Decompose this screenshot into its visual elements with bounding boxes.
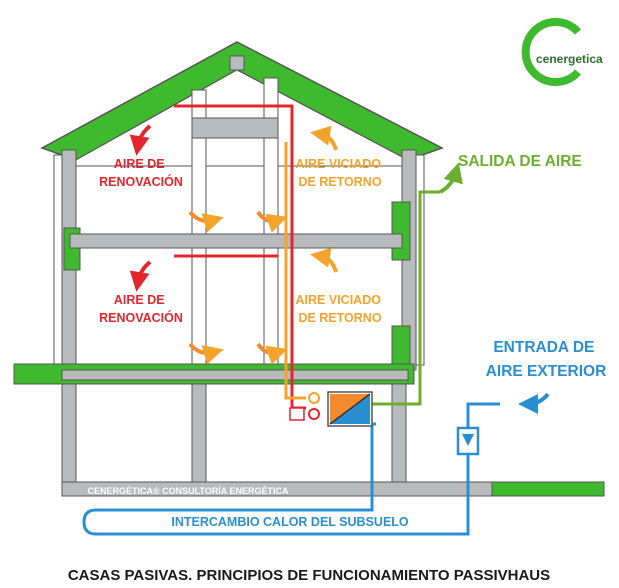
supply-arrow-icon <box>256 342 288 365</box>
supply-label-top: AIRE DE RENOVACIÓN <box>99 157 183 189</box>
ground-floor-slab <box>61 369 409 381</box>
filter-valve-icon <box>462 434 474 446</box>
return-arrow-icon <box>310 125 338 151</box>
exhaust-label: SALIDA DE AIRE <box>458 153 582 170</box>
supply-fan-icon <box>308 408 320 420</box>
heat-recovery-unit <box>289 391 373 427</box>
basement-wall-left <box>61 383 77 485</box>
exhaust-arrow-icon <box>439 162 463 194</box>
basement-wall-mid <box>191 383 207 485</box>
supply-arrow-icon <box>188 210 224 233</box>
roof-ridge-vent <box>229 55 245 71</box>
house-structure <box>13 41 605 497</box>
supply-arrow-icon <box>129 124 152 156</box>
supply-label-bottom: AIRE DE RENOVACIÓN <box>99 293 183 325</box>
brand-logo: cenergetica <box>521 18 603 86</box>
supply-arrow-icon <box>256 210 288 233</box>
return-label-bottom: AIRE VICIADO DE RETORNO <box>296 293 385 325</box>
attic-beam <box>191 117 279 139</box>
return-fan-icon <box>308 392 320 404</box>
right-insulation-upper <box>391 201 411 261</box>
room-arrows <box>129 124 338 365</box>
brand-name: cenergetica <box>536 52 603 66</box>
intake-duct <box>82 402 500 536</box>
supply-arrow-icon <box>129 260 152 292</box>
return-label-top: AIRE VICIADO DE RETORNO <box>296 157 385 189</box>
outside-ground <box>491 481 605 497</box>
left-wall-cladding <box>53 154 63 366</box>
basement-wall-right <box>391 383 407 485</box>
post-heater-icon <box>289 407 305 421</box>
page-title: CASAS PASIVAS. PRINCIPIOS DE FUNCIONAMIE… <box>68 567 550 584</box>
intake-arrow-icon <box>518 392 550 414</box>
middle-floor-slab <box>69 233 403 249</box>
ground-exchange-label: INTERCAMBIO CALOR DEL SUBSUELO <box>171 515 409 529</box>
return-arrow-icon <box>310 247 338 273</box>
intake-label: ENTRADA DE AIRE EXTERIOR <box>486 339 607 380</box>
logo-ring-icon <box>521 18 581 86</box>
supply-arrow-icon <box>188 342 224 365</box>
exhaust-duct <box>372 190 440 406</box>
footer-credit: CENERGÉTICA® CONSULTORÍA ENERGÉTICA <box>88 486 289 496</box>
